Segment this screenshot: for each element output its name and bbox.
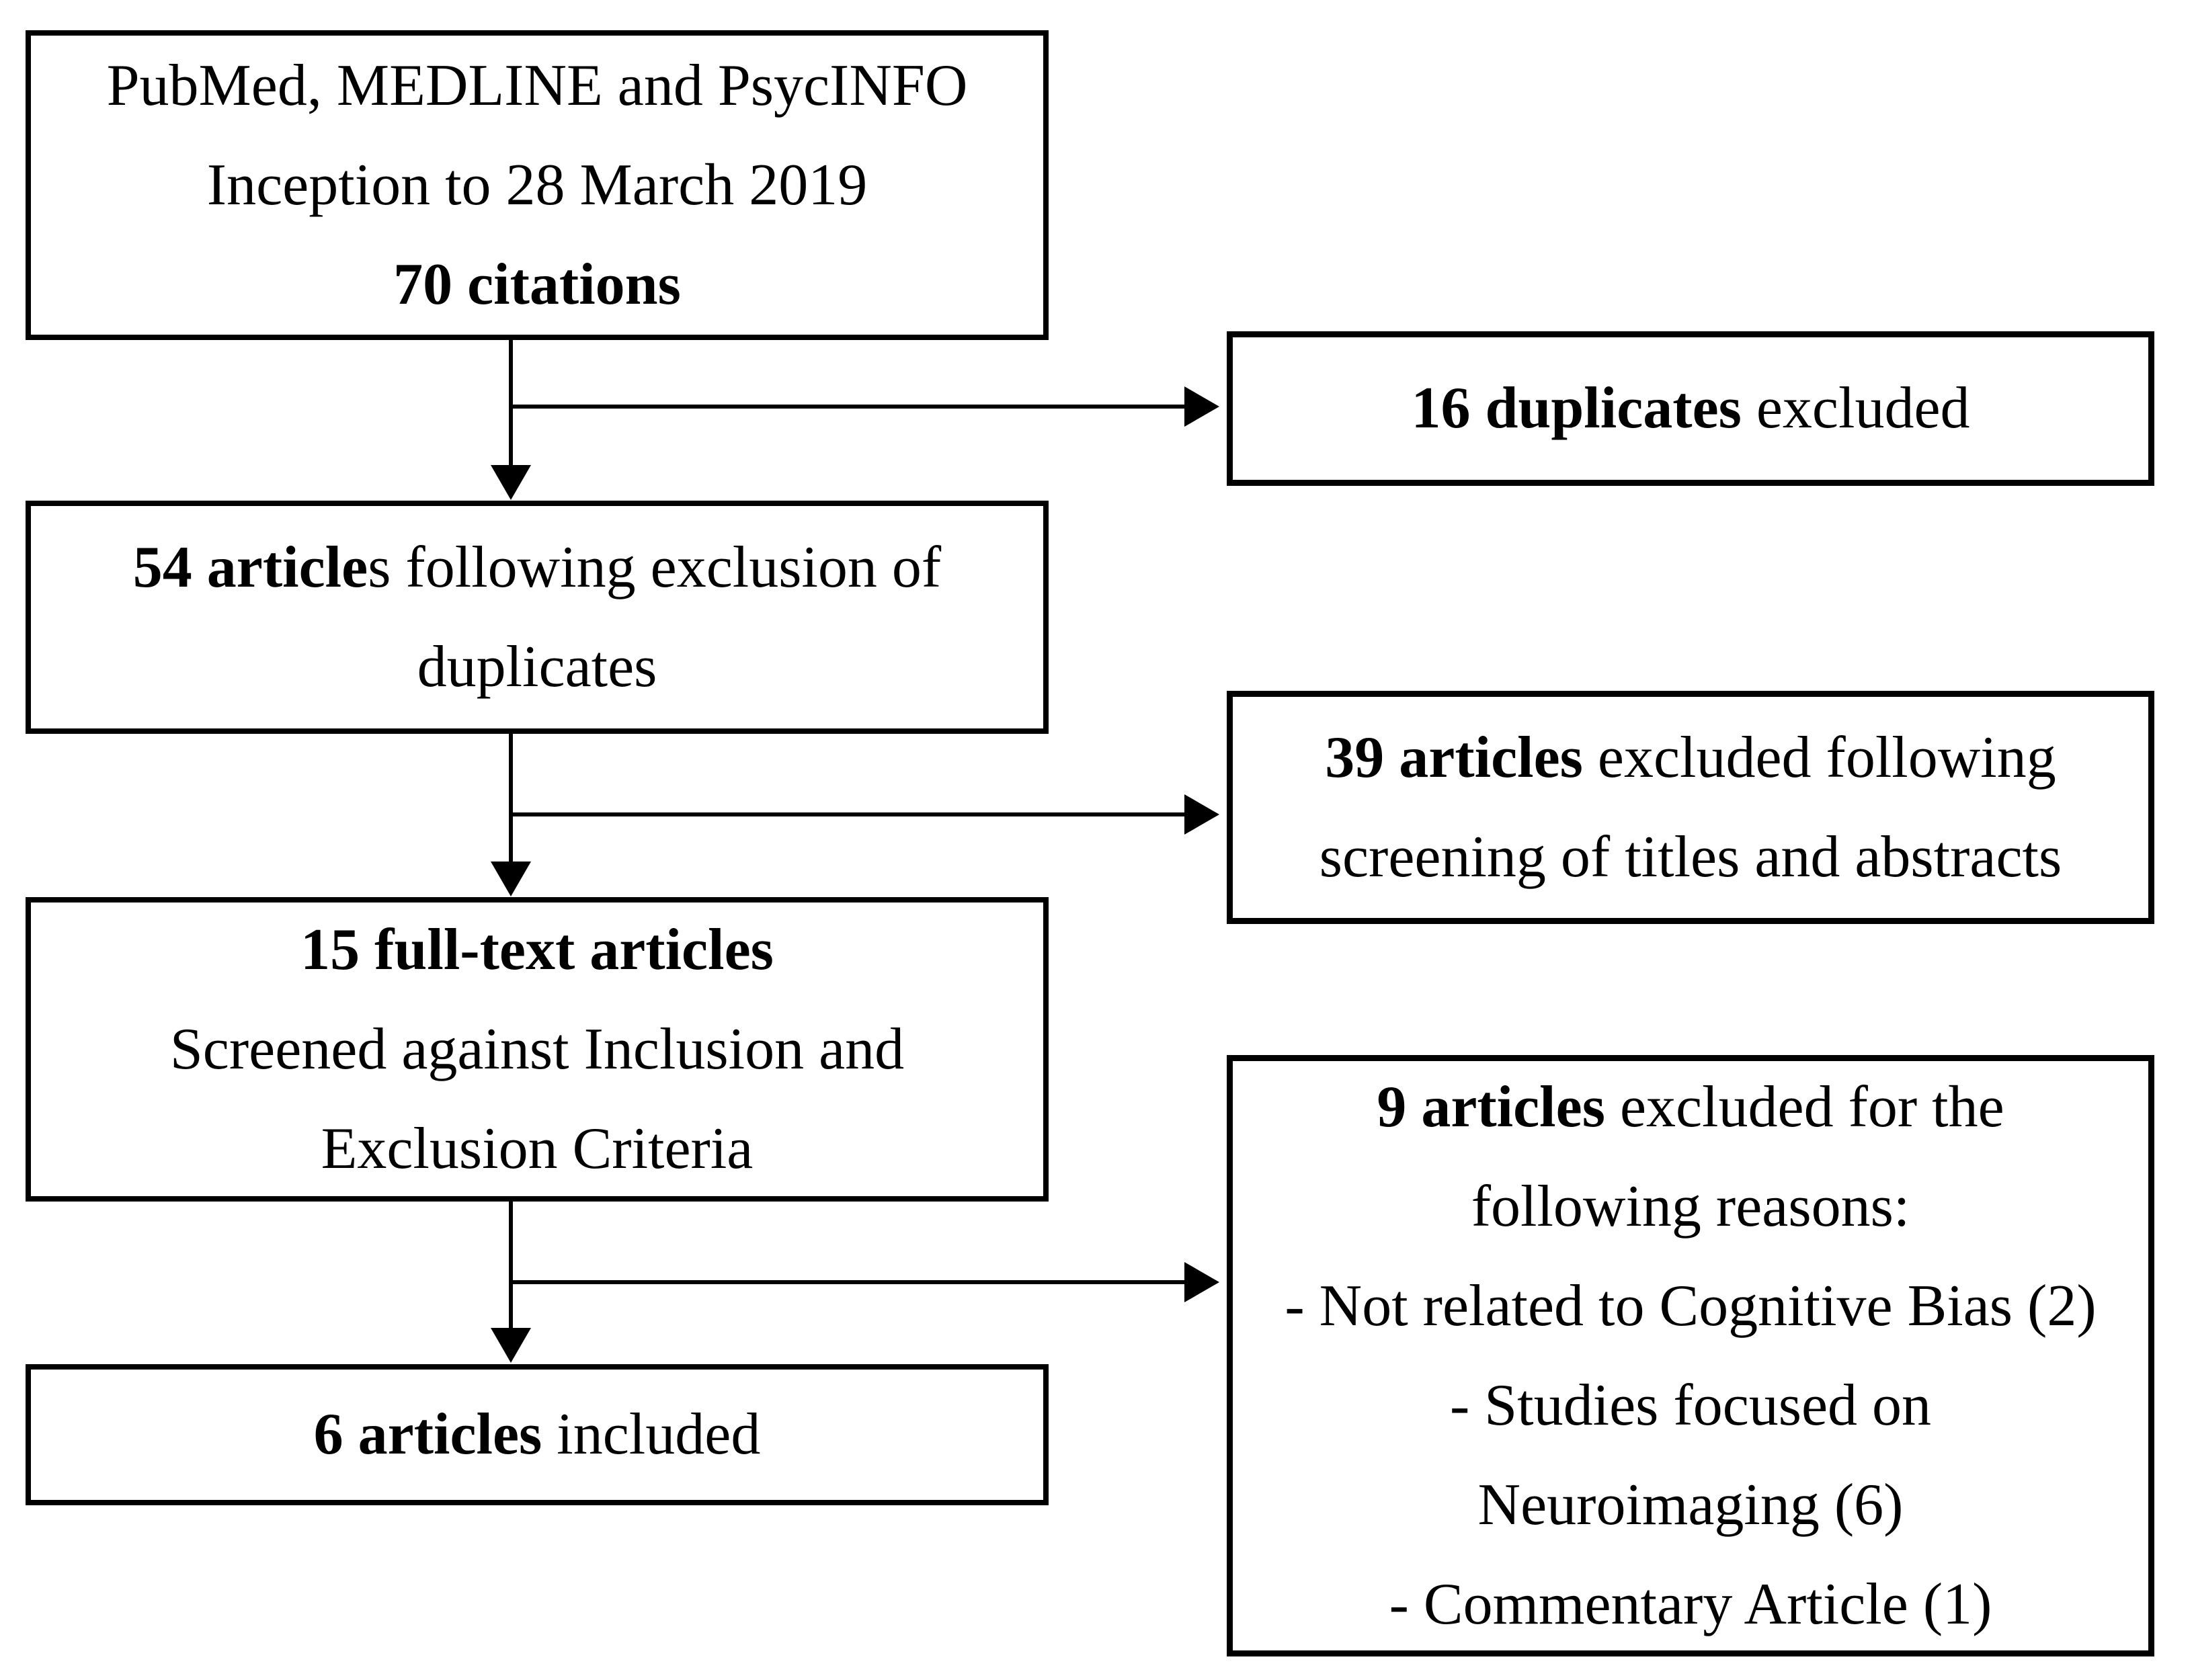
text-line: duplicates [417,634,657,700]
text-line: following reasons: [1471,1173,1910,1239]
text-line: Inception to 28 March 2019 [206,152,868,218]
text-line: PubMed, MEDLINE and PsycINFO [106,52,968,118]
text-line: 6 articles included [313,1402,761,1467]
text-line: 70 citations [393,251,681,317]
text-line: 16 duplicates excluded [1411,376,1970,441]
text-line: - Commentary Article (1) [1389,1571,1992,1637]
arrowhead-right-icon [1184,794,1219,835]
arrowhead-right-icon [1184,386,1219,427]
box-screening-excluded: 39 articles excluded following screening… [1227,691,2154,924]
text-line: Exclusion Criteria [321,1116,754,1181]
arrowhead-down-icon [491,465,531,500]
flow-line-down-3 [509,1202,513,1329]
arrowhead-down-icon [491,862,531,896]
box-fulltext-screened: 15 full-text articles Screened against I… [26,897,1049,1202]
text-line: 54 articles following exclusion of [132,534,942,600]
flow-line-right-1 [511,405,1186,409]
box-articles-included: 6 articles included [26,1364,1049,1505]
flow-line-down-1 [509,340,513,466]
box-duplicates-excluded: 16 duplicates excluded [1227,331,2154,486]
text-line: Screened against Inclusion and [169,1016,905,1082]
text-line: 15 full-text articles [300,917,774,982]
text-line: - Studies focused on [1449,1372,1932,1438]
arrowhead-right-icon [1184,1262,1219,1302]
box-citations: PubMed, MEDLINE and PsycINFO Inception t… [26,30,1049,340]
text-line: 9 articles excluded for the [1377,1074,2004,1140]
box-after-deduplication: 54 articles following exclusion of dupli… [26,501,1049,734]
flow-line-right-3 [511,1280,1186,1284]
text-line: - Not related to Cognitive Bias (2) [1285,1273,2097,1339]
flow-line-down-2 [509,734,513,863]
text-line: 39 articles excluded following [1325,724,2056,790]
flow-line-right-2 [511,812,1186,816]
box-fulltext-excluded-reasons: 9 articles excluded for the following re… [1227,1055,2154,1656]
text-line: screening of titles and abstracts [1319,824,2062,890]
text-line: Neuroimaging (6) [1477,1472,1904,1538]
arrowhead-down-icon [491,1328,531,1363]
